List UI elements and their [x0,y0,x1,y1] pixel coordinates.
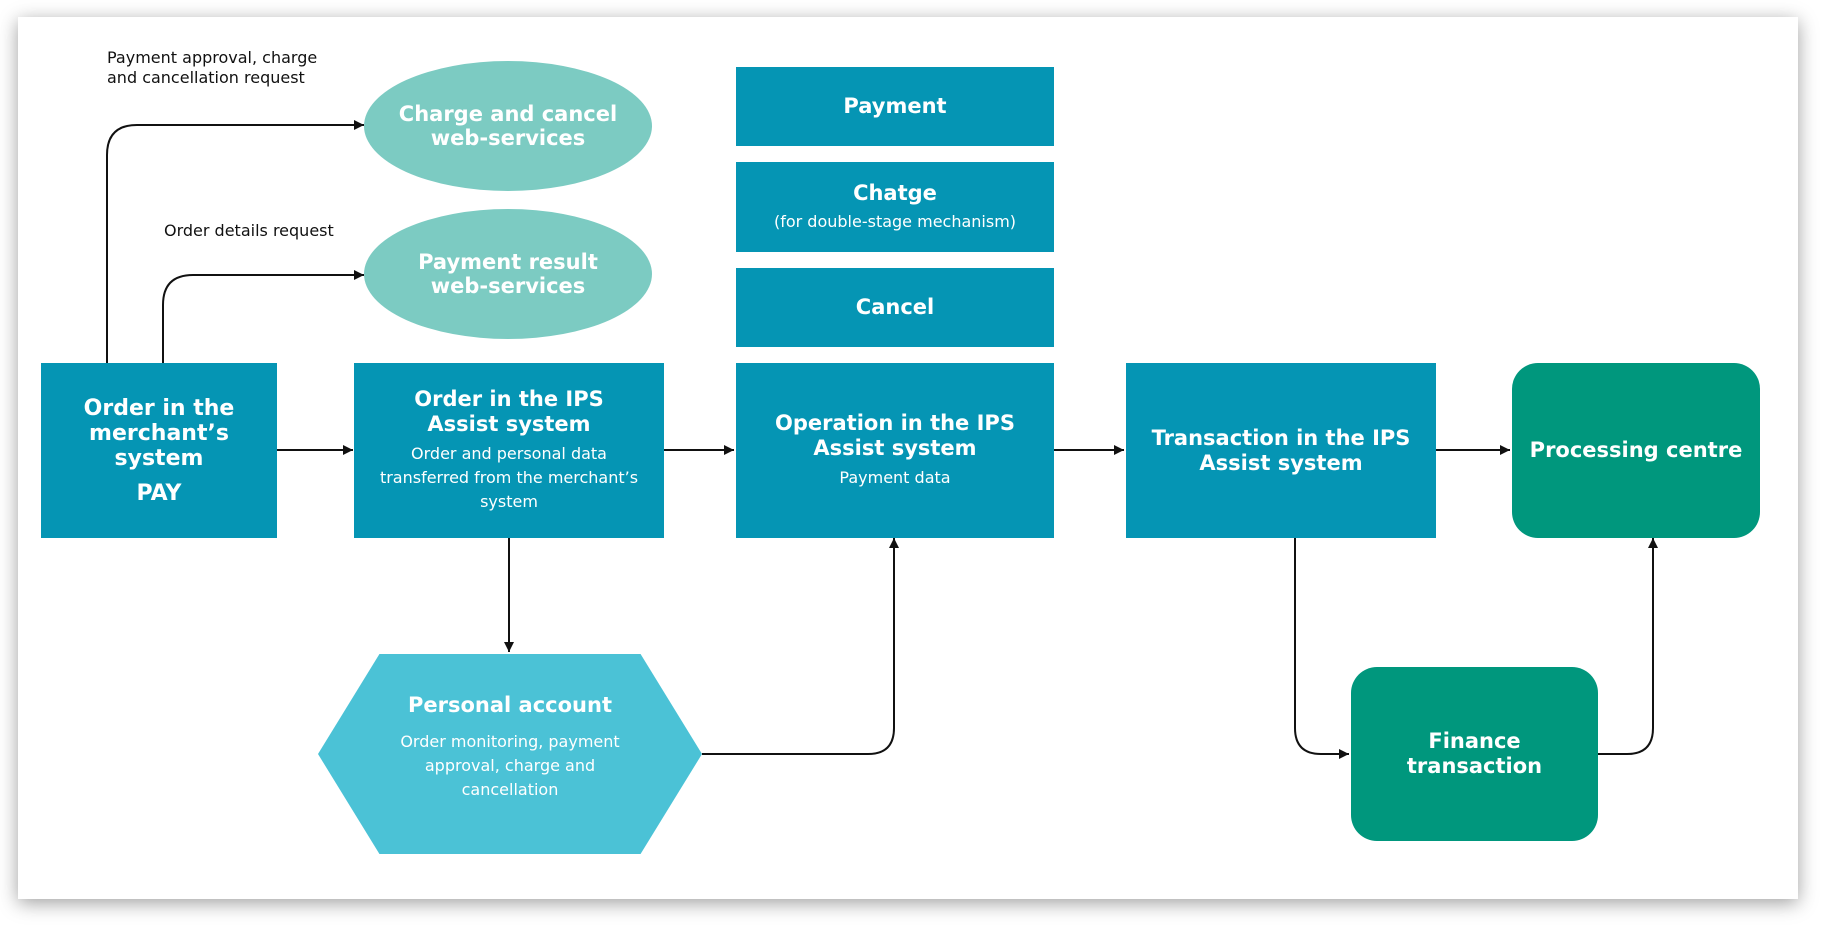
processing-centre-title: Processing centre [1529,438,1743,462]
ips-operation-node[interactable]: Operation in the IPS Assist system Payme… [736,363,1054,538]
charge-cancel-web-services[interactable]: Charge and cancel web-services [364,61,652,191]
charge-operation[interactable]: Chatge (for double-stage mechanism) [736,162,1054,252]
charge-operation-note: (for double-stage mechanism) [773,211,1017,231]
merchant-order-node[interactable]: Order in the merchant’s system PAY [41,363,277,538]
arrow-finance-to-processing [1598,538,1658,755]
finance-transaction-title: Finance transaction [1406,729,1543,778]
payment-operation[interactable]: Payment [736,67,1054,146]
ips-transaction-node[interactable]: Transaction in the IPS Assist system [1126,363,1436,538]
charge-request-label: Payment approval, charge and cancellatio… [107,48,318,87]
ips-operation-title: Operation in the IPS Assist system [775,411,1015,460]
ips-transaction-title: Transaction in the IPS Assist system [1151,425,1411,475]
finance-transaction-node[interactable]: Finance transaction [1351,667,1598,841]
arrow-transaction-to-finance [1294,538,1349,759]
charge-operation-label: Chatge [853,180,937,205]
arrow-merchant-to-payment-result [162,270,364,363]
arrow-merchant-to-charge-cancel [106,120,364,363]
merchant-order-title: Order in the merchant’s system [83,395,235,471]
personal-account-node[interactable]: Personal account Order monitoring, payme… [318,654,702,854]
ips-operation-description: Payment data [839,468,951,487]
payment-operation-label: Payment [843,94,947,118]
pay-label: PAY [136,480,182,506]
processing-centre-node[interactable]: Processing centre [1512,363,1760,538]
arrow-personal-account-to-operation [702,538,899,755]
cancel-operation-label: Cancel [855,295,935,319]
personal-account-title: Personal account [408,692,612,717]
ips-order-node[interactable]: Order in the IPS Assist system Order and… [354,363,664,538]
ips-order-description: Order and personal data transferred from… [379,444,639,511]
personal-account-description: Order monitoring, payment approval, char… [400,731,620,799]
order-details-request-label: Order details request [164,221,334,240]
payment-result-web-services[interactable]: Payment result web-services [364,209,652,339]
ips-order-title: Order in the IPS Assist system [414,387,604,436]
cancel-operation[interactable]: Cancel [736,268,1054,347]
